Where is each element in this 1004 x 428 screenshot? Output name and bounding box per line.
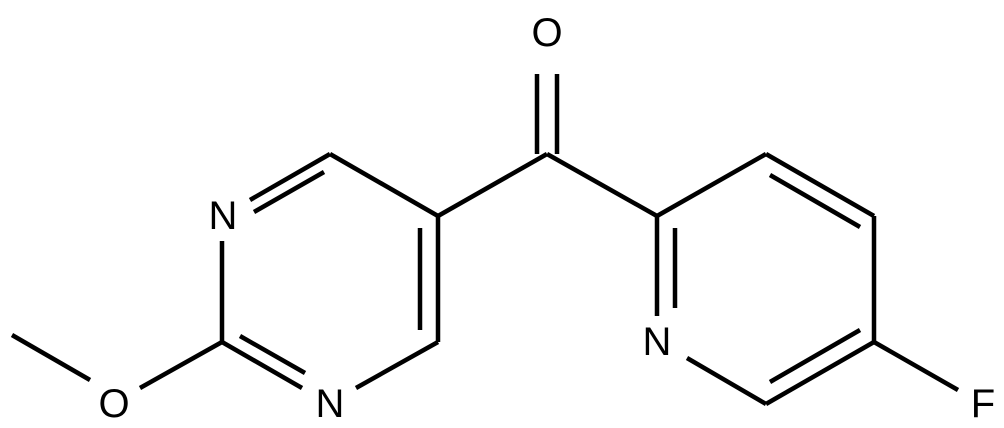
- atom-methoxy-oxygen: O: [98, 382, 129, 426]
- bond-o-ch3: [10, 333, 92, 382]
- bond-c5-f: [872, 340, 960, 392]
- atom-pyrimidine-nitrogen-bottom: N: [316, 382, 345, 426]
- atom-pyridine-nitrogen: N: [643, 320, 672, 364]
- bond-carbonyl-to-pyridine: [545, 152, 659, 218]
- bond-pyd-c3-c4: [764, 152, 876, 218]
- bond-pyr-c4-n3: [248, 152, 332, 202]
- bond-carbonyl-to-pyrimidine: [436, 152, 549, 218]
- bond-pyd-c5-c6: [764, 340, 876, 406]
- atom-pyrimidine-nitrogen-top: N: [209, 194, 238, 238]
- bond-pyr-c4-n3-inner: [252, 170, 326, 214]
- atom-fluorine: F: [971, 382, 995, 426]
- bond-pyd-c3-c4-inner: [768, 173, 862, 229]
- atom-carbonyl-oxygen: O: [531, 11, 562, 55]
- bond-pyr-n1-c6: [354, 340, 440, 390]
- bond-pyr-c2-n1-inner: [238, 334, 307, 375]
- bond-pyr-c2-n1: [220, 340, 304, 390]
- bond-pyd-c2-c3: [655, 152, 768, 218]
- bond-pyd-c5-c6-inner: [768, 328, 862, 384]
- bond-pyd-c6-n1: [685, 356, 768, 406]
- bond-c2-o-methoxy: [138, 340, 224, 390]
- bond-pyr-c5-c4: [328, 152, 440, 218]
